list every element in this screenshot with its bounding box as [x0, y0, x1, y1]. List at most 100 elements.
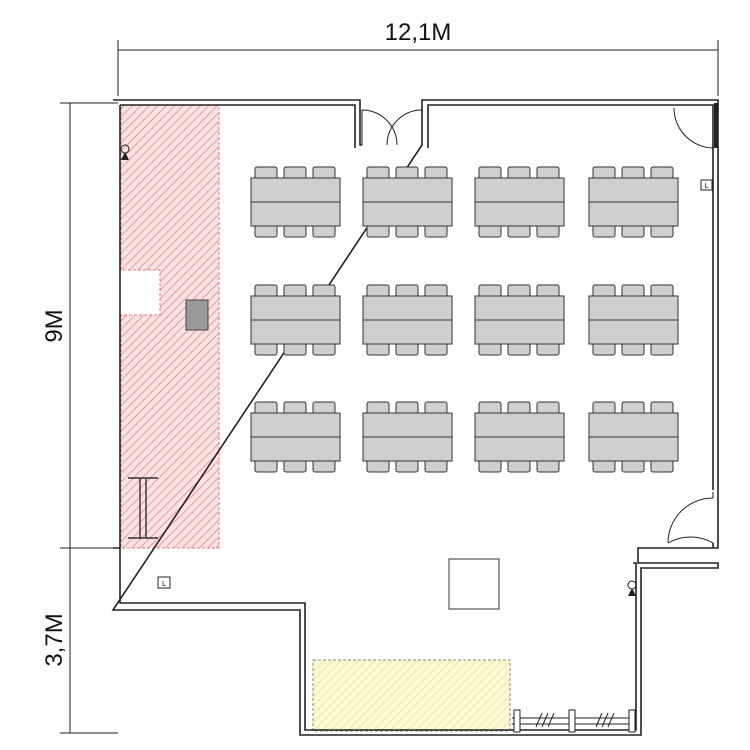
stage-area	[120, 104, 220, 549]
chair	[592, 224, 616, 238]
chair	[424, 342, 448, 356]
door-top[interactable]	[361, 109, 423, 146]
chair	[507, 342, 531, 356]
chair	[254, 284, 278, 298]
chair	[478, 284, 502, 298]
chair	[424, 166, 448, 180]
chair	[592, 401, 616, 415]
light-switch-icon-left[interactable]: L	[157, 576, 171, 589]
chair	[478, 166, 502, 180]
chair	[650, 166, 674, 180]
chair	[312, 224, 336, 238]
window-frame	[714, 103, 718, 148]
chair	[536, 342, 560, 356]
seating-layout	[250, 166, 679, 473]
chair	[424, 284, 448, 298]
chair	[507, 459, 531, 473]
chair	[366, 342, 390, 356]
chair	[254, 342, 278, 356]
chair	[507, 224, 531, 238]
chair	[283, 342, 307, 356]
chair	[283, 459, 307, 473]
chair	[283, 401, 307, 415]
depth-annex-label: 3,7M	[41, 613, 68, 666]
door-icon	[667, 492, 714, 544]
chair	[283, 284, 307, 298]
chair	[507, 401, 531, 415]
door-top-right[interactable]	[673, 107, 715, 149]
window-hatch-icon	[512, 709, 636, 733]
chair	[650, 284, 674, 298]
chair	[621, 284, 645, 298]
light-switch-icon-right[interactable]: L	[700, 179, 713, 191]
chair	[254, 224, 278, 238]
chair	[395, 166, 419, 180]
table-group	[474, 284, 565, 356]
chair	[592, 342, 616, 356]
projector-icon	[185, 299, 209, 331]
chair	[254, 459, 278, 473]
chair	[478, 224, 502, 238]
chair	[395, 401, 419, 415]
svg-text:L: L	[705, 182, 709, 190]
lectern-icon	[128, 477, 158, 539]
chair	[507, 166, 531, 180]
chair	[395, 284, 419, 298]
chair	[395, 224, 419, 238]
chair	[395, 459, 419, 473]
speaker-icon-bottom-right	[627, 580, 637, 596]
chair	[424, 401, 448, 415]
table-group	[362, 401, 453, 473]
chair	[621, 459, 645, 473]
table-group	[250, 401, 341, 473]
depth-dimension-annex: 3,7M	[41, 548, 118, 734]
depth-dimension-main: 9M	[41, 102, 118, 549]
chair	[424, 224, 448, 238]
chair	[312, 342, 336, 356]
chair	[650, 401, 674, 415]
depth-main-label: 9M	[41, 309, 68, 342]
chair	[592, 459, 616, 473]
chair	[536, 401, 560, 415]
table-group	[588, 284, 679, 356]
chair	[366, 224, 390, 238]
chair	[536, 284, 560, 298]
door-right[interactable]	[667, 492, 714, 544]
chair	[366, 459, 390, 473]
svg-text:L: L	[162, 580, 166, 588]
chair	[478, 401, 502, 415]
width-dimension: 12,1M	[117, 19, 719, 96]
storage-area	[312, 659, 511, 732]
chair	[312, 401, 336, 415]
chair	[592, 284, 616, 298]
chair	[424, 459, 448, 473]
chair	[621, 342, 645, 356]
table-group	[474, 401, 565, 473]
chair	[536, 224, 560, 238]
chair	[650, 459, 674, 473]
table-group	[362, 284, 453, 356]
table-group	[588, 401, 679, 473]
chair	[478, 459, 502, 473]
chair	[621, 401, 645, 415]
chair	[312, 166, 336, 180]
door-icon	[361, 109, 398, 146]
chair	[507, 284, 531, 298]
chair	[478, 342, 502, 356]
speaker-icon-top-left	[120, 144, 130, 160]
door-icon	[673, 107, 715, 149]
table-group	[250, 166, 341, 238]
chair	[283, 166, 307, 180]
chair	[366, 401, 390, 415]
chair	[283, 224, 307, 238]
chair	[621, 224, 645, 238]
chair	[254, 166, 278, 180]
chair	[254, 401, 278, 415]
chair	[592, 166, 616, 180]
walls	[111, 99, 719, 736]
width-label: 12,1M	[385, 19, 452, 46]
chair	[650, 224, 674, 238]
chair	[312, 284, 336, 298]
table-group	[588, 166, 679, 238]
chair	[312, 459, 336, 473]
